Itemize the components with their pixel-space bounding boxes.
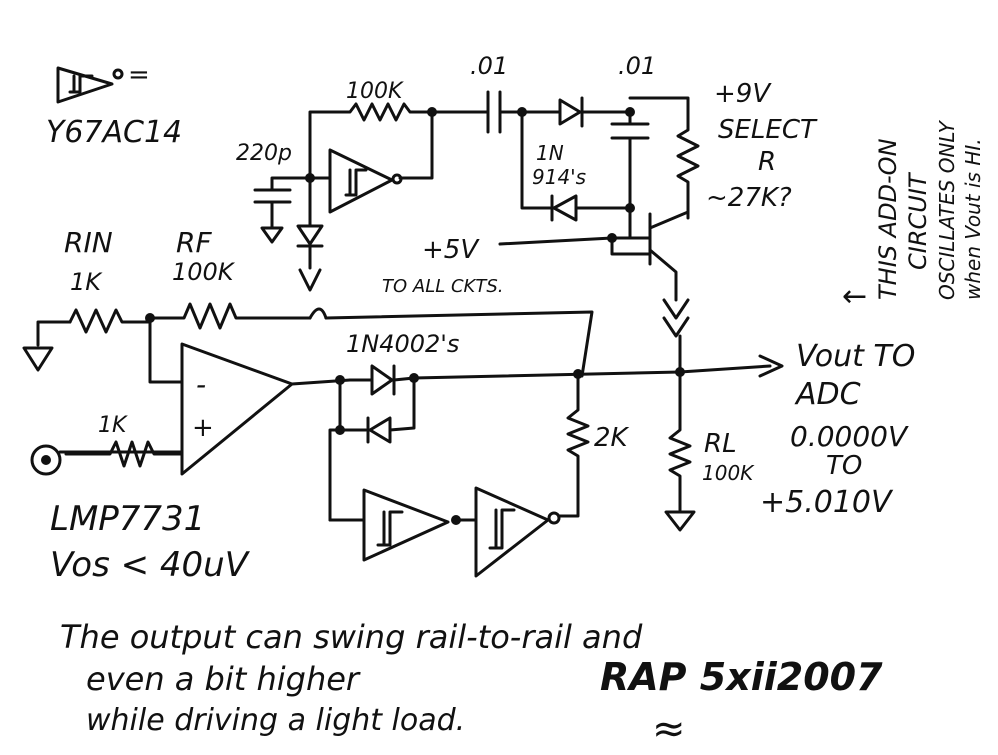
opamp-part-label: LMP7731 xyxy=(50,499,205,539)
vout-line-2: ADC xyxy=(794,377,861,412)
res-1k-input xyxy=(64,440,184,468)
schmitt-inverter-osc xyxy=(305,148,403,214)
ground-left xyxy=(22,320,72,372)
opamp-minus-label: - xyxy=(196,368,206,401)
opamp-lmp7731 xyxy=(58,316,294,476)
side-note-line-3: OSCILLATES ONLY xyxy=(935,119,959,300)
legend-part-number: Y67AC14 xyxy=(46,115,182,150)
input-connector xyxy=(30,444,62,476)
cap-220p-label: 220p xyxy=(236,141,292,166)
bottom-note-line-1: The output can swing rail-to-rail and xyxy=(60,618,643,656)
side-note-arrow: ← xyxy=(842,279,867,314)
legend-equals: = xyxy=(128,60,150,90)
res-rl xyxy=(664,334,696,532)
rin-value-label: 1K xyxy=(70,268,103,296)
res-2k-label: 2K xyxy=(594,423,630,453)
plus-5v-label: +5V xyxy=(422,235,480,265)
rl-value-label: 100K xyxy=(702,461,755,485)
signature-mark: ≈ xyxy=(652,706,686,752)
res-2k xyxy=(558,372,590,518)
side-note-line-4: when Vout is HI. xyxy=(961,138,985,300)
signature-label: RAP 5xii2007 xyxy=(600,655,883,699)
diode-1n4002-lower xyxy=(328,376,416,522)
rin-label: RIN xyxy=(64,226,113,259)
diodes-1n4002-label: 1N4002's xyxy=(346,330,459,358)
res-rin xyxy=(68,308,155,334)
vos-spec-label: Vos < 40uV xyxy=(50,545,251,585)
side-note-line-2: CIRCUIT xyxy=(904,171,932,270)
rf-label: RF xyxy=(176,226,212,259)
bottom-note-line-2: even a bit higher xyxy=(86,660,361,698)
res-rf xyxy=(148,302,594,378)
schmitt-symbol-legend xyxy=(56,66,124,104)
schmitt-inverter-2 xyxy=(474,486,561,578)
diode-osc-down xyxy=(296,176,324,292)
diodes-1n914-label-2: 914's xyxy=(532,165,586,189)
diodes-1n914-label-1: 1N xyxy=(536,141,564,165)
select-r-line-3: ~27K? xyxy=(706,183,792,213)
select-r-line-1: SELECT xyxy=(718,115,818,145)
select-r-line-2: R xyxy=(758,147,776,177)
bottom-note-line-3: while driving a light load. xyxy=(86,703,465,738)
vout-line-3: 0.0000V xyxy=(790,420,909,453)
output-line xyxy=(290,354,784,396)
plus-9v-label: +9V xyxy=(714,79,772,109)
cap-01-b-label: .01 xyxy=(618,52,656,80)
pnp-transistor xyxy=(607,206,690,338)
vout-line-4: TO xyxy=(826,451,862,481)
vout-line-5: +5.010V xyxy=(760,485,894,520)
cap-01-second xyxy=(610,110,650,210)
opamp-plus-label: + xyxy=(192,413,214,443)
schmitt-inverter-1 xyxy=(328,488,478,562)
cap-01-a-label: .01 xyxy=(470,52,508,80)
side-note-line-1: THIS ADD-ON xyxy=(874,138,902,300)
to-all-ckts-label: TO ALL CKTS. xyxy=(382,276,504,297)
res-100k-top-label: 100K xyxy=(346,79,404,104)
cap-220p xyxy=(253,176,312,244)
rl-label: RL xyxy=(704,429,737,459)
vout-line-1: Vout TO xyxy=(796,339,915,374)
rf-value-label: 100K xyxy=(172,258,236,286)
cap-01-coupling xyxy=(430,90,562,134)
res-1k-input-label: 1K xyxy=(98,413,128,438)
plus-5v-line xyxy=(498,236,652,256)
res-select-r xyxy=(628,96,700,220)
